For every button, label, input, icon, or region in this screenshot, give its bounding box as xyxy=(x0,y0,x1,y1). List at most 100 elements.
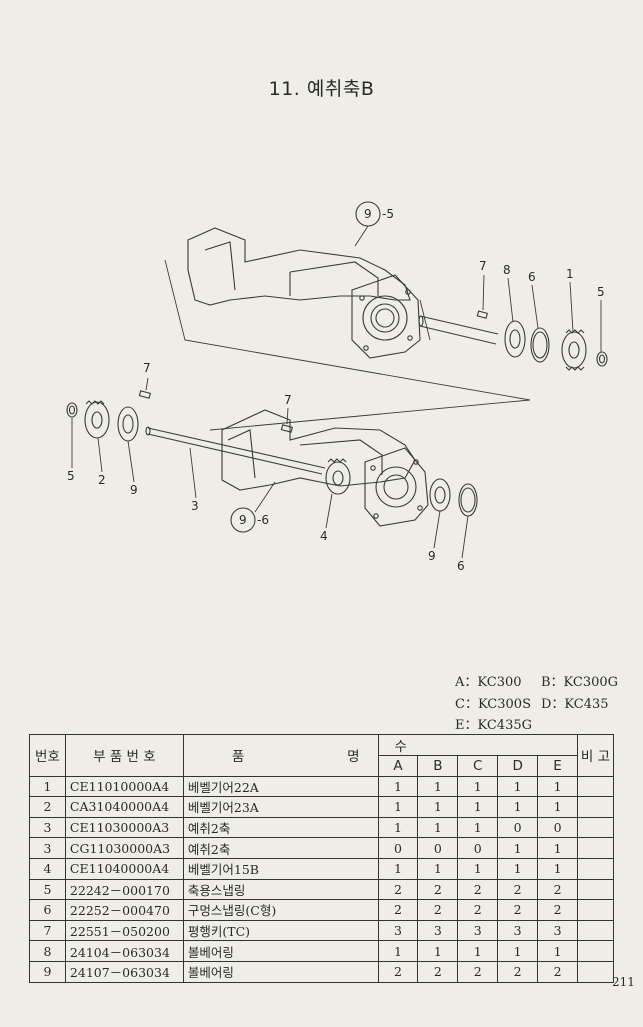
cell-qty: 3 xyxy=(377,919,419,942)
cell-qty: 1 xyxy=(417,775,459,798)
cell-no: 3 xyxy=(29,816,66,839)
header-model-d: D xyxy=(497,755,539,777)
header-name-1: 품 xyxy=(231,749,245,766)
cell-name: 베벨기어15B xyxy=(182,857,379,880)
header-name: 품 명 xyxy=(182,734,379,777)
callout-5-lower: 5 xyxy=(67,469,75,483)
callout-7-lower-left: 7 xyxy=(143,361,151,375)
page-title: 11. 예취축B xyxy=(268,78,375,100)
cell-qty: 1 xyxy=(497,837,539,859)
callout-1-upper: 1 xyxy=(566,267,574,281)
cell-remark xyxy=(577,837,614,859)
model-legend-row: C：KC300S D：KC435 xyxy=(455,694,635,716)
callout-8-upper: 8 xyxy=(503,263,511,277)
cell-no: 1 xyxy=(29,775,66,798)
cell-qty: 0 xyxy=(377,837,419,859)
cell-qty: 1 xyxy=(537,837,578,859)
cell-qty: 1 xyxy=(457,816,499,839)
cell-remark xyxy=(577,960,614,983)
cell-qty: 0 xyxy=(537,816,578,839)
model-c: C：KC300S xyxy=(455,696,531,712)
cell-qty: 2 xyxy=(537,899,578,921)
cell-name: 볼베어링 xyxy=(182,940,379,962)
cell-qty: 1 xyxy=(537,857,578,880)
cell-remark xyxy=(577,878,614,901)
cell-remark xyxy=(577,775,614,798)
cell-qty: 3 xyxy=(417,919,459,942)
cell-qty: 2 xyxy=(537,960,578,983)
cell-remark xyxy=(577,899,614,921)
cell-name: 베벨기어22A xyxy=(182,775,379,798)
model-a: A：KC300 xyxy=(455,675,522,690)
callout-9-lower-left: 9 xyxy=(130,483,138,497)
cell-part-no: CA31040000A4 xyxy=(64,796,184,818)
cell-part-no: 22242－000170 xyxy=(64,878,184,901)
cell-qty: 2 xyxy=(497,960,539,983)
cell-qty: 1 xyxy=(497,857,539,880)
cell-no: 7 xyxy=(29,919,66,942)
cell-name: 예취2축 xyxy=(182,837,379,859)
cell-name: 축용스냅링 xyxy=(182,878,379,901)
cell-no: 5 xyxy=(29,878,66,901)
upper-gear-case xyxy=(187,227,421,359)
cell-qty: 2 xyxy=(457,878,499,901)
cell-name: 베벨기어23A xyxy=(182,796,379,818)
header-model-c: C xyxy=(457,755,499,777)
cell-remark xyxy=(577,816,614,839)
ref-circle-lower xyxy=(230,507,256,533)
header-remark: 비 고 xyxy=(577,734,614,777)
callout-3-lower: 3 xyxy=(191,499,199,513)
cell-qty: 0 xyxy=(497,816,539,839)
lower-gear-case xyxy=(221,409,429,527)
cell-no: 8 xyxy=(29,940,66,962)
cell-no: 6 xyxy=(29,899,66,921)
cell-qty: 3 xyxy=(497,919,539,942)
cell-part-no: CG11030000A3 xyxy=(64,837,184,859)
cell-name: 예취2축 xyxy=(182,816,379,839)
callout-7-upper: 7 xyxy=(479,259,487,273)
cell-qty: 0 xyxy=(457,837,499,859)
cell-part-no: 24107－063034 xyxy=(64,960,184,983)
cell-qty: 1 xyxy=(457,857,499,880)
callout-5-suffix: -5 xyxy=(382,207,394,221)
cell-qty: 2 xyxy=(417,960,459,983)
header-part-no: 부 품 번 호 xyxy=(64,734,184,777)
cell-qty: 3 xyxy=(537,919,578,942)
cell-qty: 2 xyxy=(497,878,539,901)
ref-circle-upper xyxy=(355,201,381,227)
cell-qty: 1 xyxy=(377,816,419,839)
callout-5-upper: 5 xyxy=(597,285,605,299)
cell-remark xyxy=(577,796,614,818)
cell-part-no: 22551－050200 xyxy=(64,919,184,942)
cell-qty: 1 xyxy=(497,940,539,962)
callout-7-lower-mid: 7 xyxy=(284,393,292,407)
cell-no: 4 xyxy=(29,857,66,880)
lower-shaft-parts xyxy=(66,390,478,517)
model-d: D：KC435 xyxy=(541,696,609,712)
cell-qty: 1 xyxy=(457,796,499,818)
model-legend-row: E：KC435G xyxy=(455,715,635,737)
header-no: 번호 xyxy=(29,734,66,777)
cell-qty: 2 xyxy=(377,960,419,983)
cell-qty: 2 xyxy=(377,878,419,901)
page-number: 211 xyxy=(612,975,635,989)
header-name-2: 명 xyxy=(347,749,360,766)
cell-qty: 2 xyxy=(497,899,539,921)
cell-remark xyxy=(577,940,614,962)
callout-9-lower-right: 9 xyxy=(428,549,436,563)
lower-leader-lines xyxy=(71,377,531,559)
cell-qty: 1 xyxy=(417,816,459,839)
cell-part-no: CE11030000A3 xyxy=(64,816,184,839)
model-e: E：KC435G xyxy=(455,718,532,733)
cell-qty: 2 xyxy=(457,960,499,983)
upper-leader-lines xyxy=(164,225,602,401)
callout-6-suffix: -6 xyxy=(257,513,269,527)
cell-no: 3 xyxy=(29,837,66,859)
cell-part-no: 22252－000470 xyxy=(64,899,184,921)
